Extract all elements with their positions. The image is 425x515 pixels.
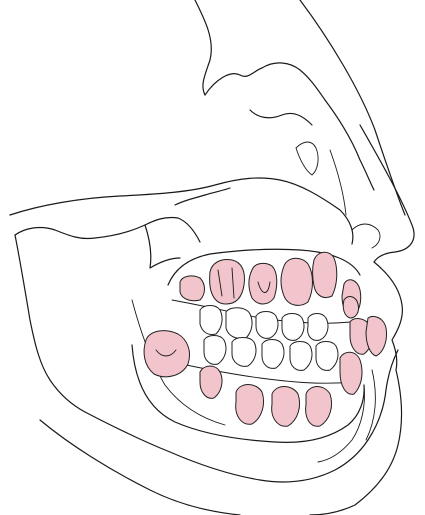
nasal-bone	[325, 100, 374, 190]
lower-premolar-1	[236, 385, 264, 425]
upper-molar-2	[180, 276, 205, 301]
primary-lower-molar-2	[232, 338, 256, 367]
primary-upper-canine	[256, 312, 278, 339]
lower-premolar-2	[272, 387, 300, 427]
primary-upper-incisor-1	[282, 314, 304, 341]
upper-lateral-incisor	[343, 297, 358, 318]
upper-premolar-2	[281, 258, 313, 305]
nasal-ala	[352, 224, 380, 248]
coronoid-process	[145, 225, 180, 268]
upper-premolar-1	[249, 263, 277, 304]
upper-canine	[313, 252, 337, 297]
lower-canine	[306, 387, 332, 427]
lower-molar-erupted	[144, 331, 189, 377]
primary-lower-incisor-1	[290, 342, 312, 371]
palatal-plane	[10, 178, 353, 244]
lower-incisor-front	[340, 352, 362, 394]
mandible-ramus	[15, 217, 200, 242]
chin-profile	[368, 350, 398, 440]
primary-lower-molar-1	[204, 336, 226, 365]
primary-teeth	[200, 306, 338, 371]
upper-incisor-labial	[366, 316, 387, 356]
primary-lower-incisor-2	[316, 342, 338, 371]
primary-upper-molar-1	[200, 306, 222, 335]
primary-upper-molar-2	[226, 308, 252, 339]
zygomatic-process	[296, 142, 318, 175]
upper-molar-1	[210, 260, 245, 305]
lower-molar-unerupted	[200, 366, 222, 398]
frontal-outline	[300, 0, 405, 215]
primary-upper-incisor-2	[308, 314, 328, 341]
mandible-posterior-border	[15, 235, 85, 412]
nose-profile	[360, 125, 414, 262]
cranial-outline	[195, 0, 211, 95]
pterygoid-plate	[175, 188, 230, 205]
primary-lower-canine	[262, 340, 284, 369]
orbit-floor	[250, 110, 312, 125]
mandible-inferior-border	[85, 412, 368, 482]
orbit-outline	[205, 63, 325, 100]
